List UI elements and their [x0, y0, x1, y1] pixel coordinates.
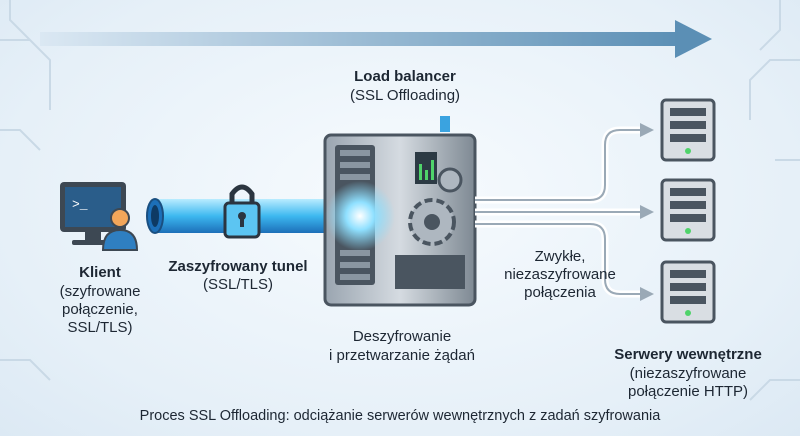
client-desc-2: połączenie,: [62, 301, 138, 318]
servers-desc-2: połączenie HTTP): [627, 383, 749, 400]
servers-title: Serwery wewnętrzne: [614, 346, 762, 363]
processing-2: i przetwarzanie żądań: [329, 347, 475, 364]
tunnel-subtitle: (SSL/TLS): [202, 276, 274, 293]
load-balancer-icon: [323, 116, 477, 307]
load-balancer-title: Load balancer: [354, 68, 456, 85]
lock-icon: [223, 184, 261, 239]
server-icon: [660, 260, 716, 324]
client-title: Klient: [79, 264, 121, 281]
client-desc-3: SSL/TLS): [67, 319, 133, 336]
plain-connections-2: niezaszyfrowane: [504, 266, 616, 283]
load-balancer-subtitle: (SSL Offloading): [349, 87, 461, 104]
circuit-decoration: [0, 0, 800, 401]
tunnel-title: Zaszyfrowany tunel: [168, 258, 308, 275]
plain-connections-1: Zwykłe,: [534, 248, 586, 265]
user-icon: [101, 208, 139, 251]
processing-1: Deszyfrowanie: [352, 328, 452, 345]
client-desc-1: (szyfrowane: [59, 283, 141, 300]
flow-arrow-icon: [40, 20, 712, 58]
plain-connections-3: połączenia: [524, 284, 596, 301]
servers-desc-1: (niezaszyfrowane: [629, 365, 747, 382]
server-icon: [660, 98, 716, 162]
svg-text:>_: >_: [72, 197, 88, 212]
server-icon: [660, 178, 716, 242]
client-computer-icon: >_: [60, 182, 126, 245]
diagram-caption: Proces SSL Offloading: odciążanie serwer…: [139, 408, 661, 424]
